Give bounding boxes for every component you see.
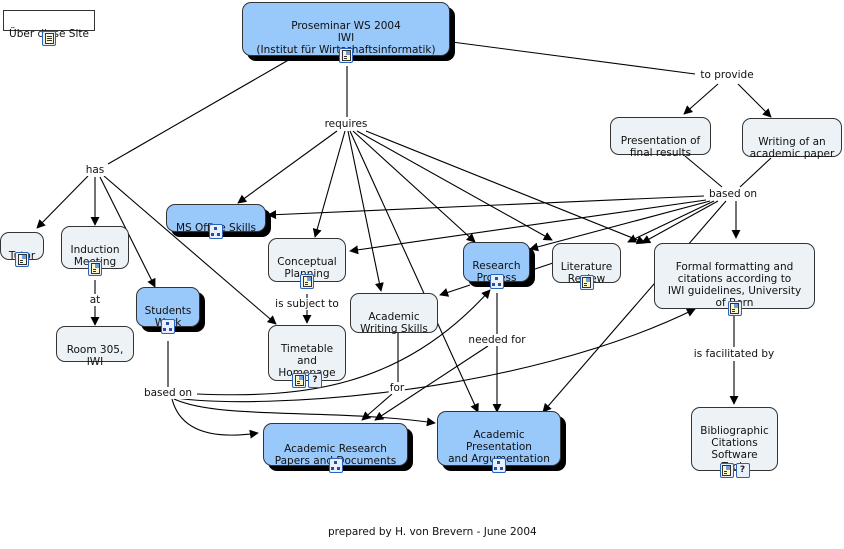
node-label: Academic Research Papers and Documents: [274, 443, 397, 467]
image-document-icon[interactable]: [88, 261, 102, 276]
concept-map-icon[interactable]: [328, 458, 343, 473]
concept-map-icon[interactable]: [161, 319, 175, 334]
concept-map-icon[interactable]: [209, 224, 223, 239]
edge: [361, 393, 393, 421]
node-writing-paper[interactable]: Writing of an academic paper: [742, 118, 842, 160]
edge: [451, 41, 696, 75]
node-bibliographic-tools[interactable]: Bibliographic Citations Software Tools ?: [691, 407, 778, 478]
edge: [365, 130, 646, 245]
link-based-on-top: based on: [707, 188, 759, 200]
help-icon[interactable]: ?: [735, 463, 750, 478]
node-academic-writing-skills[interactable]: Academic Writing Skills: [350, 293, 438, 335]
edge: [349, 199, 707, 255]
edge: [737, 83, 772, 118]
edge: [237, 130, 338, 204]
edge: [439, 284, 471, 297]
edge: [356, 130, 553, 241]
node-room[interactable]: Room 305, IWI: [56, 326, 134, 368]
link-at: at: [88, 294, 102, 306]
node-label: Timetable and Homepage: [278, 343, 336, 379]
image-document-icon[interactable]: [292, 373, 306, 388]
edge: [374, 345, 489, 421]
link-requires: requires: [323, 118, 369, 130]
image-document-icon[interactable]: [15, 252, 29, 267]
edge: [103, 175, 277, 325]
node-literature-review[interactable]: Literature Review: [552, 243, 621, 290]
concept-map-icon[interactable]: [489, 274, 504, 289]
node-about-site[interactable]: Über diese Site: [3, 10, 95, 46]
link-has: has: [84, 164, 106, 176]
edge: [312, 130, 346, 238]
node-research-papers[interactable]: Academic Research Papers and Documents: [263, 423, 408, 473]
node-label: Room 305, IWI: [66, 344, 124, 368]
help-icon[interactable]: ?: [308, 373, 322, 388]
link-for: for: [388, 382, 406, 394]
node-timetable-homepage[interactable]: Timetable and Homepage ?: [268, 325, 346, 388]
edge: [196, 289, 491, 396]
node-ms-office-skills[interactable]: MS Office Skills: [166, 204, 266, 239]
edge: [171, 398, 259, 439]
node-label: Academic Presentation and Argumentation: [448, 429, 550, 465]
edge: [627, 200, 715, 243]
edge: [107, 57, 293, 165]
node-label: Presentation of final results: [620, 135, 701, 159]
link-needed-for: needed for: [467, 334, 527, 346]
edge: [641, 200, 719, 244]
node-research-process[interactable]: Research Process: [463, 242, 530, 289]
footer-credit: prepared by H. von Brevern - June 2004: [328, 526, 537, 538]
node-proseminar[interactable]: Proseminar WS 2004 IWI (Institut für Wir…: [242, 2, 450, 63]
node-students-work[interactable]: Students Work: [136, 287, 200, 334]
edge: [739, 157, 772, 188]
image-document-icon[interactable]: [339, 48, 353, 63]
node-label: Formal formatting and citations accordin…: [667, 261, 802, 309]
concept-map-icon[interactable]: [492, 458, 506, 473]
edge: [36, 175, 89, 229]
node-induction-meeting[interactable]: Induction Meeting: [61, 226, 129, 276]
link-is-subject-to: is subject to: [274, 298, 340, 310]
node-formal-formatting[interactable]: Formal formatting and citations accordin…: [654, 243, 815, 316]
node-conceptual-planning[interactable]: Conceptual Planning: [268, 238, 346, 289]
edge: [683, 83, 719, 115]
node-label: Writing of an academic paper: [749, 136, 835, 160]
link-is-facilitated-by: is facilitated by: [692, 348, 776, 360]
image-document-icon[interactable]: [727, 301, 742, 316]
node-label: MS Office Skills: [175, 222, 257, 234]
node-tutor[interactable]: Tutor: [0, 232, 44, 267]
link-based-on-bottom: based on: [142, 387, 194, 399]
edge: [529, 200, 711, 252]
edge: [267, 195, 705, 220]
image-document-icon[interactable]: [719, 463, 734, 478]
node-label: Academic Writing Skills: [360, 311, 428, 335]
document-icon[interactable]: [42, 31, 56, 46]
image-document-icon[interactable]: [579, 275, 594, 290]
edge: [173, 398, 436, 427]
image-document-icon[interactable]: [300, 274, 314, 289]
node-presentation-results[interactable]: Presentation of final results: [610, 117, 711, 159]
node-presentation-argumentation[interactable]: Academic Presentation and Argumentation: [437, 411, 561, 473]
edge: [684, 155, 723, 188]
edge: [542, 200, 727, 413]
edge: [349, 130, 479, 413]
link-to-provide: to provide: [699, 69, 755, 81]
edge: [352, 130, 476, 243]
